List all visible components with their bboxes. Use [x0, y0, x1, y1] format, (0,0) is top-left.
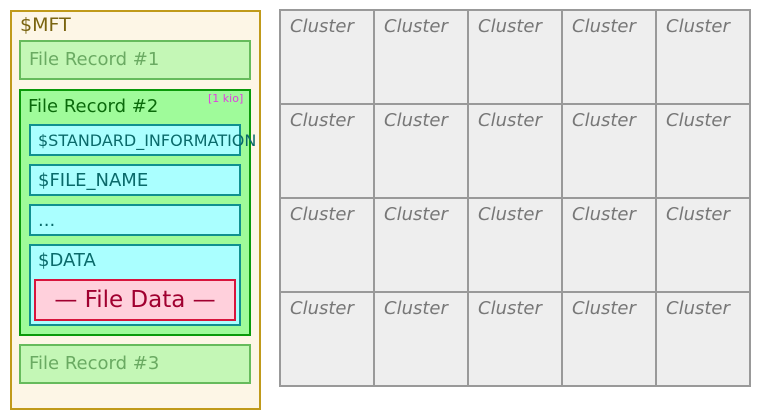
- cluster-cell[interactable]: Cluster: [656, 198, 750, 292]
- attribute-ellipsis[interactable]: ...: [29, 204, 241, 236]
- attribute-standard-information[interactable]: $STANDARD_INFORMATION: [29, 124, 256, 156]
- cluster-cell[interactable]: Cluster: [374, 10, 468, 104]
- cluster-cell[interactable]: Cluster: [468, 10, 562, 104]
- attribute-file-name[interactable]: $FILE_NAME: [29, 164, 241, 196]
- cluster-cell[interactable]: Cluster: [562, 10, 656, 104]
- cluster-cell[interactable]: Cluster: [280, 292, 374, 386]
- cluster-cell[interactable]: Cluster: [562, 292, 656, 386]
- cluster-cell[interactable]: Cluster: [656, 104, 750, 198]
- file-data[interactable]: — File Data —: [34, 279, 236, 321]
- record-size-label: [1 kio]: [208, 92, 244, 105]
- cluster-cell[interactable]: Cluster: [280, 104, 374, 198]
- cluster-cell[interactable]: Cluster: [374, 292, 468, 386]
- cluster-cell[interactable]: Cluster: [656, 10, 750, 104]
- cluster-cell[interactable]: Cluster: [656, 292, 750, 386]
- cluster-cell[interactable]: Cluster: [374, 198, 468, 292]
- file-record-2-title: File Record #2: [28, 96, 159, 117]
- cluster-cell[interactable]: Cluster: [374, 104, 468, 198]
- file-record-1[interactable]: File Record #1: [19, 40, 251, 80]
- cluster-cell[interactable]: Cluster: [468, 104, 562, 198]
- cluster-cell[interactable]: Cluster: [562, 198, 656, 292]
- cluster-cell[interactable]: Cluster: [562, 104, 656, 198]
- file-record-3[interactable]: File Record #3: [19, 344, 251, 384]
- cluster-cell[interactable]: Cluster: [468, 292, 562, 386]
- mft-title: $MFT: [20, 14, 71, 36]
- cluster-cell[interactable]: Cluster: [280, 10, 374, 104]
- cluster-cell[interactable]: Cluster: [280, 198, 374, 292]
- cluster-cell[interactable]: Cluster: [468, 198, 562, 292]
